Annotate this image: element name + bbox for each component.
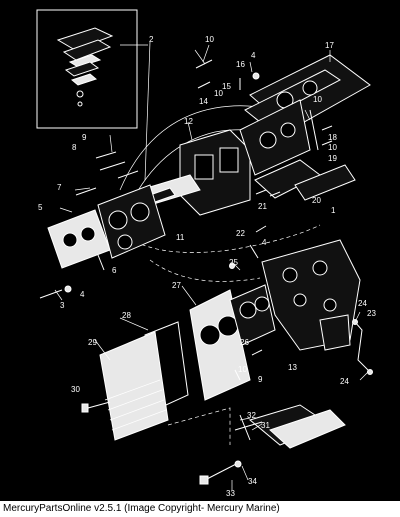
reed-block-assembly bbox=[139, 129, 251, 216]
image-copyright-caption: MercuryPartsOnline v2.5.1 (Image Copyrig… bbox=[0, 501, 400, 517]
callout-12: 12 bbox=[184, 117, 193, 126]
callout-34: 34 bbox=[248, 477, 257, 486]
callout-25: 25 bbox=[229, 258, 238, 267]
manifold-assembly bbox=[261, 239, 361, 351]
callout-32: 32 bbox=[247, 411, 256, 420]
callout-24-lower: 24 bbox=[340, 377, 349, 386]
callout-10-lower: 10 bbox=[238, 365, 247, 374]
callout-24: 24 bbox=[358, 299, 367, 308]
exploded-parts-diagram: 1 2 3 4 5 6 7 8 9 10 11 12 13 14 15 16 1… bbox=[36, 9, 376, 498]
callout-10: 10 bbox=[205, 35, 214, 44]
callout-4-mid: 4 bbox=[262, 238, 267, 247]
callout-29: 29 bbox=[88, 338, 97, 347]
callout-4-upper: 4 bbox=[251, 51, 256, 60]
callout-8: 8 bbox=[72, 143, 77, 152]
callout-11: 11 bbox=[176, 233, 185, 242]
callout-17: 17 bbox=[325, 41, 334, 50]
callout-7: 7 bbox=[57, 183, 62, 192]
callout-23: 23 bbox=[367, 309, 376, 318]
callout-13: 13 bbox=[288, 363, 297, 372]
callout-4: 4 bbox=[80, 290, 85, 299]
callout-15: 15 bbox=[222, 82, 231, 91]
cover-gasket-and-box bbox=[99, 321, 189, 441]
callout-5: 5 bbox=[38, 203, 43, 212]
callout-10-right-b: 10 bbox=[313, 95, 322, 104]
callout-20: 20 bbox=[312, 196, 321, 205]
leader-lines bbox=[54, 41, 369, 490]
intake-plate-assembly bbox=[239, 54, 371, 201]
right-linkage bbox=[352, 319, 373, 375]
fasteners bbox=[39, 59, 333, 381]
callout-27: 27 bbox=[172, 281, 181, 290]
callout-2: 2 bbox=[149, 35, 154, 44]
callout-18: 18 bbox=[328, 133, 337, 142]
inset-detail-box bbox=[36, 9, 148, 129]
lower-hardware bbox=[81, 401, 346, 485]
callout-9: 9 bbox=[82, 133, 87, 142]
callout-10-mid: 10 bbox=[214, 89, 223, 98]
callout-9-lower: 9 bbox=[258, 375, 263, 384]
left-plate-assembly bbox=[47, 184, 166, 269]
callout-26: 26 bbox=[240, 338, 249, 347]
callout-21: 21 bbox=[258, 202, 267, 211]
callout-labels: 1 2 3 4 5 6 7 8 9 10 11 12 13 14 15 16 1… bbox=[38, 35, 376, 498]
callout-28: 28 bbox=[122, 311, 131, 320]
callout-1: 1 bbox=[331, 206, 336, 215]
callout-22: 22 bbox=[236, 229, 245, 238]
callout-33: 33 bbox=[226, 489, 235, 498]
callout-31: 31 bbox=[261, 421, 270, 430]
callout-6: 6 bbox=[112, 266, 117, 275]
callout-19: 19 bbox=[328, 154, 337, 163]
cover-plate-assembly bbox=[189, 284, 276, 401]
callout-14: 14 bbox=[199, 97, 208, 106]
callout-30: 30 bbox=[71, 385, 80, 394]
callout-10-right: 10 bbox=[328, 143, 337, 152]
callout-16: 16 bbox=[236, 60, 245, 69]
callout-3: 3 bbox=[60, 301, 65, 310]
